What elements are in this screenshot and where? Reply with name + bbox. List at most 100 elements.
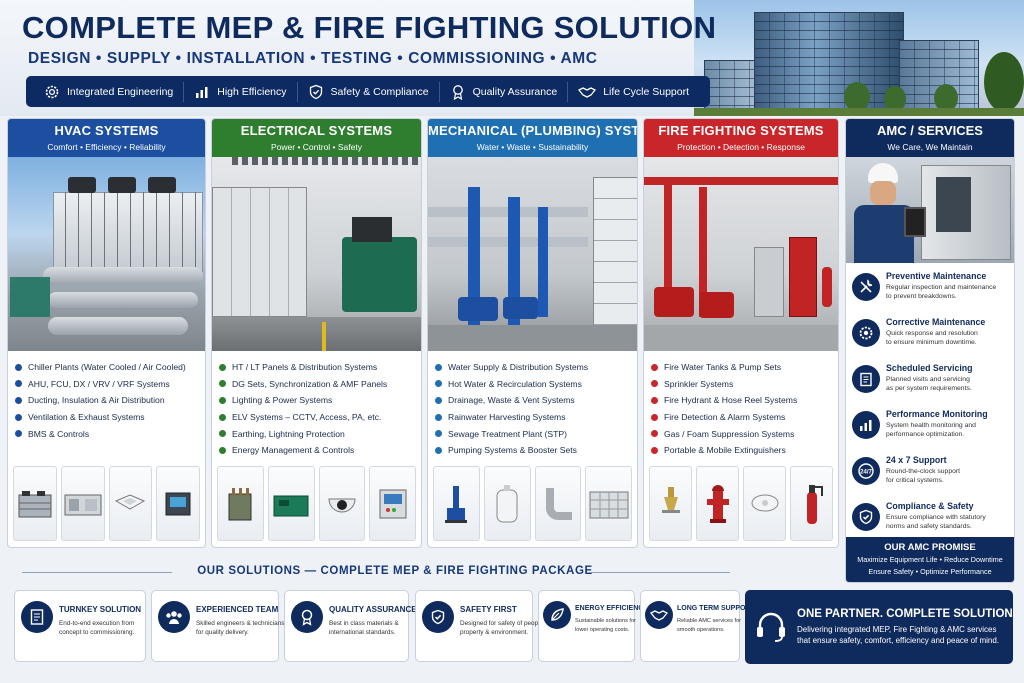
feature-high-efficiency: High Efficiency bbox=[184, 81, 298, 102]
chiller-unit-icon bbox=[13, 466, 57, 541]
plumbing-photo bbox=[428, 157, 637, 351]
shield-check-icon bbox=[859, 509, 873, 525]
hvac-thumbs bbox=[13, 466, 200, 541]
shield-check-icon bbox=[431, 609, 445, 625]
document-icon bbox=[30, 609, 44, 625]
feature-label: Safety & Compliance bbox=[330, 85, 429, 98]
column-header: AMC / SERVICES We Care, We Maintain bbox=[846, 119, 1014, 157]
page-subtitle: DESIGN • SUPPLY • INSTALLATION • TESTING… bbox=[28, 50, 598, 67]
column-subtitle: We Care, We Maintain bbox=[887, 142, 973, 152]
partner-title: ONE PARTNER. COMPLETE SOLUTION. bbox=[797, 608, 1016, 620]
award-medal-icon bbox=[452, 84, 463, 100]
list-item: Rainwater Harvesting Systems bbox=[435, 409, 637, 426]
list-item: Earthing, Lightning Protection bbox=[219, 425, 421, 442]
fire-thumbs bbox=[649, 466, 833, 541]
page-title: COMPLETE MEP & FIRE FIGHTING SOLUTION bbox=[22, 10, 717, 45]
award-medal-icon bbox=[301, 609, 313, 626]
feature-label: High Efficiency bbox=[217, 85, 287, 98]
column-header: ELECTRICAL SYSTEMS Power • Control • Saf… bbox=[212, 119, 421, 157]
list-item: Ducting, Insulation & Air Distribution bbox=[15, 392, 205, 409]
column-title: MECHANICAL (PLUMBING) SYSTEMS bbox=[428, 123, 637, 138]
list-item: BMS & Controls bbox=[15, 425, 205, 442]
column-header: FIRE FIGHTING SYSTEMS Protection • Detec… bbox=[644, 119, 838, 157]
hvac-list: Chiller Plants (Water Cooled / Air Coole… bbox=[8, 351, 205, 442]
list-item: Energy Management & Controls bbox=[219, 442, 421, 459]
transformer-icon bbox=[217, 466, 264, 541]
column-subtitle: Protection • Detection • Response bbox=[677, 142, 805, 152]
partner-banner: ONE PARTNER. COMPLETE SOLUTION. Deliveri… bbox=[745, 590, 1016, 664]
feature-bar: Integrated Engineering High Efficiency S… bbox=[26, 76, 710, 107]
list-item: Fire Water Tanks & Pump Sets bbox=[651, 359, 838, 376]
technician-photo bbox=[846, 157, 1014, 263]
bar-chart-icon bbox=[196, 86, 208, 98]
solutions-title: OUR SOLUTIONS — COMPLETE MEP & FIRE FIGH… bbox=[197, 565, 593, 577]
air-handling-unit-icon bbox=[60, 466, 105, 541]
list-item: Ventilation & Exhaust Systems bbox=[15, 409, 205, 426]
list-item: Sprinkler Systems bbox=[651, 376, 838, 393]
feature-label: Integrated Engineering bbox=[67, 85, 174, 98]
hvac-photo bbox=[8, 157, 205, 351]
mechanical-column: MECHANICAL (PLUMBING) SYSTEMS Water • Wa… bbox=[427, 118, 638, 548]
divider bbox=[590, 572, 730, 573]
headset-icon bbox=[757, 612, 785, 642]
list-item: DG Sets, Synchronization & AMF Panels bbox=[219, 376, 421, 393]
clipboard-icon bbox=[860, 372, 872, 387]
feature-life-cycle-support: Life Cycle Support bbox=[568, 82, 699, 102]
generator-icon bbox=[267, 466, 315, 541]
list-item: Fire Hydrant & Hose Reel Systems bbox=[651, 392, 838, 409]
partner-line: that ensure safety, comfort, efficiency … bbox=[797, 636, 1000, 645]
clock-247-icon: 24/7 bbox=[858, 463, 874, 479]
list-item: Pumping Systems & Booster Sets bbox=[435, 442, 637, 459]
building-photo bbox=[694, 0, 1024, 116]
column-subtitle: Comfort • Efficiency • Reliability bbox=[47, 142, 166, 152]
column-title: ELECTRICAL SYSTEMS bbox=[240, 123, 393, 138]
sprinkler-icon bbox=[649, 466, 692, 541]
plumbing-thumbs bbox=[433, 466, 632, 541]
cassette-ac-icon bbox=[108, 466, 153, 541]
list-item: Chiller Plants (Water Cooled / Air Coole… bbox=[15, 359, 205, 376]
list-item: Hot Water & Recirculation Systems bbox=[435, 376, 637, 393]
extinguisher-icon bbox=[790, 466, 833, 541]
gear-icon bbox=[45, 85, 59, 98]
divider bbox=[22, 572, 172, 573]
list-item: Fire Detection & Alarm Systems bbox=[651, 409, 838, 426]
control-panel-icon bbox=[156, 466, 200, 541]
list-item: Water Supply & Distribution Systems bbox=[435, 359, 637, 376]
list-item: ELV Systems – CCTV, Access, PA, etc. bbox=[219, 409, 421, 426]
column-subtitle: Power • Control • Safety bbox=[271, 142, 362, 152]
shield-check-icon bbox=[309, 84, 322, 99]
electrical-column: ELECTRICAL SYSTEMS Power • Control • Saf… bbox=[211, 118, 422, 548]
list-item: Lighting & Power Systems bbox=[219, 392, 421, 409]
water-tank-icon bbox=[483, 466, 531, 541]
feature-quality-assurance: Quality Assurance bbox=[440, 81, 569, 102]
gear-icon bbox=[859, 326, 873, 340]
feature-safety-compliance: Safety & Compliance bbox=[298, 81, 440, 102]
header: COMPLETE MEP & FIRE FIGHTING SOLUTION DE… bbox=[0, 0, 1024, 116]
plumbing-list: Water Supply & Distribution Systems Hot … bbox=[428, 351, 637, 459]
feature-label: Life Cycle Support bbox=[603, 85, 690, 98]
feature-label: Quality Assurance bbox=[472, 85, 558, 98]
handshake-icon bbox=[578, 86, 597, 98]
svg-text:24/7: 24/7 bbox=[860, 470, 872, 476]
pump-icon bbox=[433, 466, 480, 541]
list-item: Gas / Foam Suppression Systems bbox=[651, 425, 838, 442]
fire-list: Fire Water Tanks & Pump Sets Sprinkler S… bbox=[644, 351, 838, 459]
list-item: Sewage Treatment Plant (STP) bbox=[435, 425, 637, 442]
amc-services-column: AMC / SERVICES We Care, We Maintain Prev… bbox=[845, 118, 1015, 583]
amc-promise-box: OUR AMC PROMISE Maximize Equipment Life … bbox=[846, 537, 1014, 582]
fire-column: FIRE FIGHTING SYSTEMS Protection • Detec… bbox=[643, 118, 839, 548]
electrical-thumbs bbox=[217, 466, 416, 541]
promise-title: OUR AMC PROMISE bbox=[884, 542, 976, 553]
list-item: HT / LT Panels & Distribution Systems bbox=[219, 359, 421, 376]
